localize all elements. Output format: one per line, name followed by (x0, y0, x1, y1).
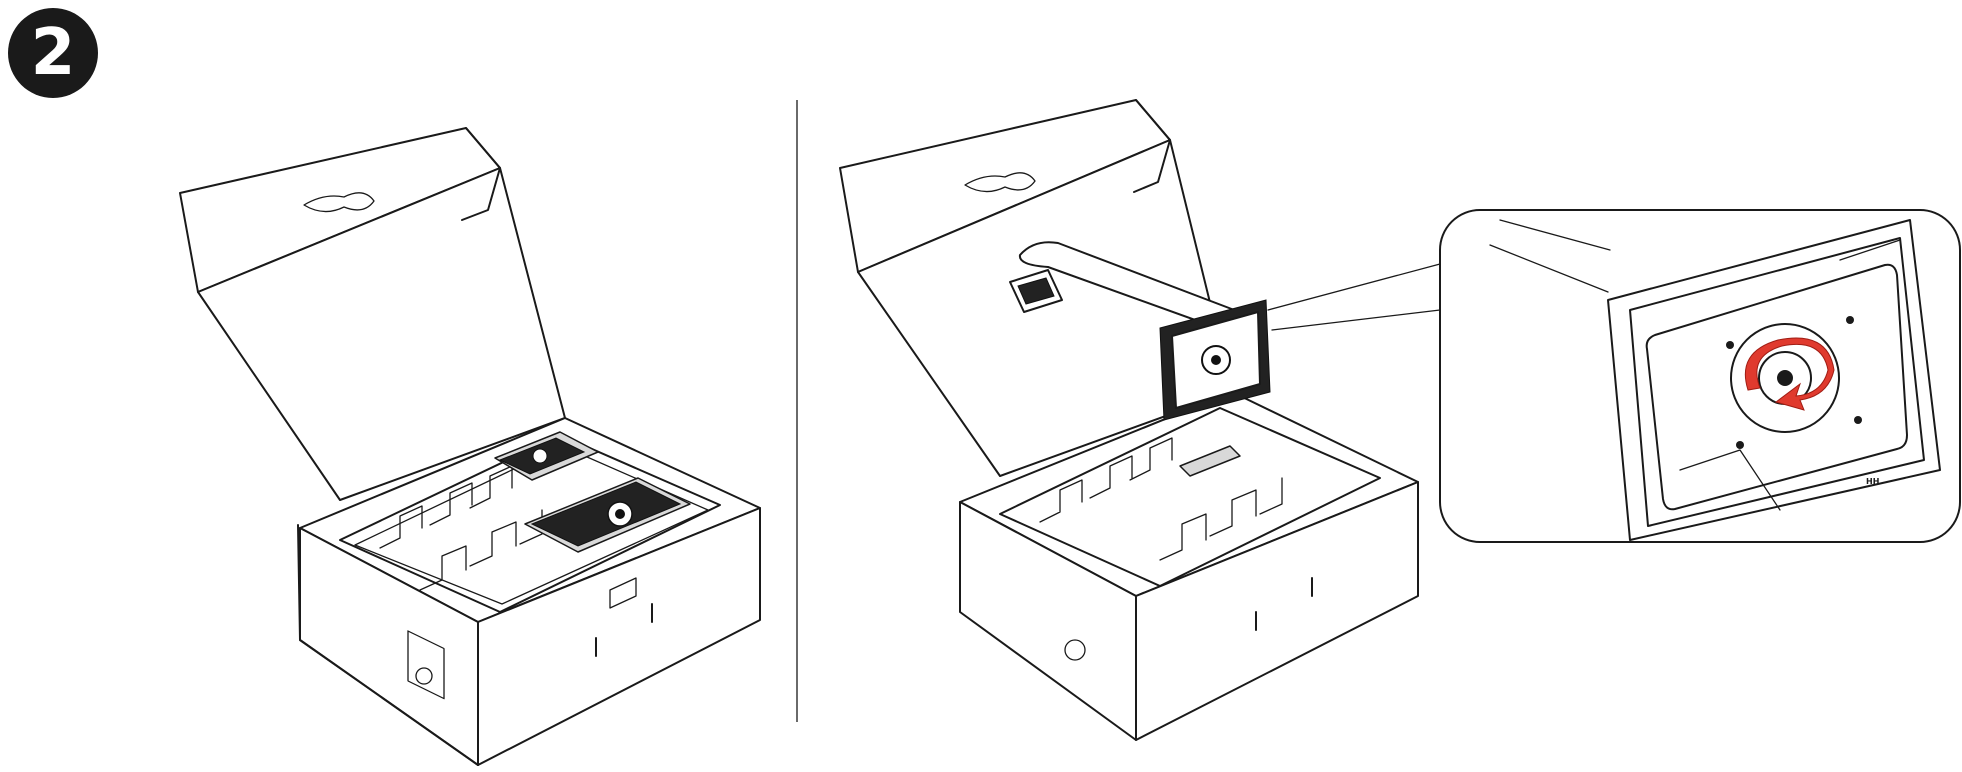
detail-marking: HH (1866, 477, 1879, 486)
right-open-box-illustration: HH (839, 99, 1961, 741)
stand-bracket-plate (524, 477, 691, 553)
step-number-badge: 2 (8, 8, 98, 98)
step-number: 2 (30, 16, 76, 90)
stand-base-plate (494, 431, 599, 481)
assembled-stand (1009, 241, 1271, 421)
packing-tray (999, 407, 1381, 587)
rotate-arrow-icon (1744, 337, 1835, 411)
left-open-box-illustration (179, 127, 761, 766)
detail-callout: HH (1439, 209, 1961, 543)
panel-divider (796, 100, 798, 722)
